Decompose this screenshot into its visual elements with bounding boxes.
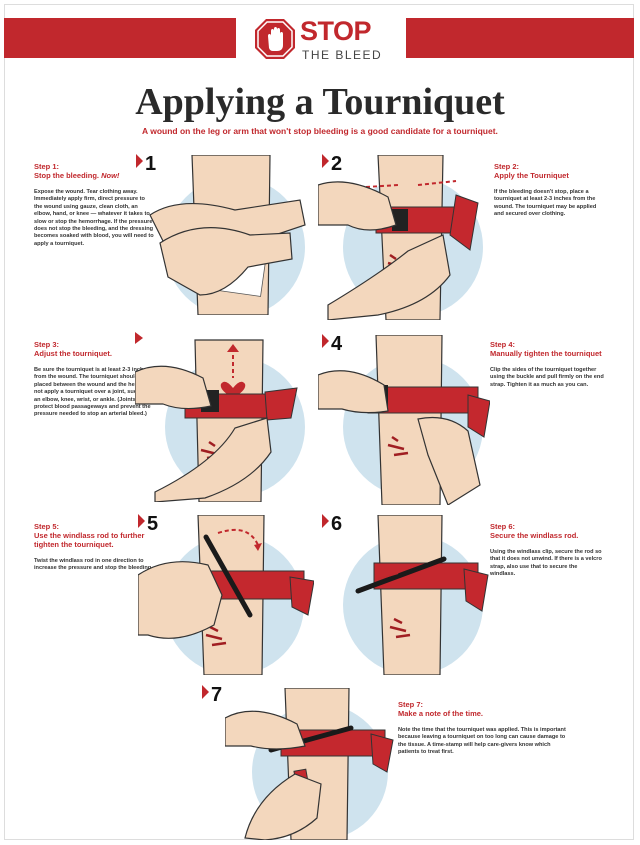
step-1-text: Step 1: Stop the bleeding. Now! Expose t…: [34, 162, 154, 248]
step-6-illustration: [343, 515, 489, 675]
page-subtitle: A wound on the leg or arm that won't sto…: [142, 126, 498, 136]
step-6-label: Step 6:: [490, 522, 516, 531]
step-5-arrow-icon: [138, 514, 145, 528]
step-4-number: 4: [322, 333, 342, 356]
step-6-text: Step 6: Secure the windlass rod. Using t…: [490, 522, 604, 579]
stop-the-bleed-logo: STOP THE BLEED: [252, 14, 394, 66]
step-3-text: Step 3: Adjust the tourniquet. Be sure t…: [34, 340, 154, 419]
step-2-illustration: [318, 155, 483, 320]
step-7-arrow-icon: [202, 685, 209, 699]
step-2-title: Apply the Tourniquet: [494, 171, 569, 180]
step-2-label: Step 2:: [494, 162, 520, 171]
step-6-number: 6: [322, 513, 342, 536]
step-6-arrow-icon: [322, 514, 329, 528]
step-4-body: Clip the sides of the tourniquet togethe…: [490, 367, 604, 388]
step-2-body: If the bleeding doesn't stop, place a to…: [494, 189, 597, 218]
step-5-title: Use the windlass rod to further tighten …: [34, 531, 145, 549]
step-3-label: Step 3:: [34, 340, 60, 349]
step-3-illustration: [135, 332, 305, 502]
step-4-arrow-icon: [322, 334, 329, 348]
step-2-arrow-icon: [322, 154, 329, 168]
step-1-title: Stop the bleeding. Now!: [34, 171, 120, 180]
step-3-title: Adjust the tourniquet.: [34, 349, 112, 358]
step-7-number: 7: [202, 684, 222, 707]
step-4-illustration: [318, 335, 490, 505]
step-1-illustration: [149, 155, 306, 315]
logo-word-stop: STOP: [300, 16, 372, 46]
header-band-left: [4, 18, 236, 58]
step-5-body: Twist the windlass rod in one direction …: [34, 558, 153, 572]
step-1-label: Step 1:: [34, 162, 60, 171]
step-5-number: 5: [138, 513, 158, 536]
step-7-label: Step 7:: [398, 700, 424, 709]
logo-word-the-bleed: THE BLEED: [302, 48, 383, 62]
step-5-label: Step 5:: [34, 522, 60, 531]
step-5-text: Step 5: Use the windlass rod to further …: [34, 522, 154, 573]
step-7-illustration: [225, 688, 394, 840]
step-1-arrow-icon: [136, 154, 143, 168]
step-6-body: Using the windlass clip, secure the rod …: [490, 549, 602, 578]
step-1-body: Expose the wound. Tear clothing away. Im…: [34, 189, 154, 247]
step-7-body: Note the time that the tourniquet was ap…: [398, 727, 566, 756]
step-3-body: Be sure the tourniquet is at least 2-3 i…: [34, 367, 153, 418]
step-5-illustration: [138, 515, 314, 675]
step-2-text: Step 2: Apply the Tourniquet If the blee…: [494, 162, 606, 219]
page-title: Applying a Tourniquet: [135, 81, 505, 123]
step-2-number: 2: [322, 153, 342, 176]
stop-hand-icon: [255, 19, 295, 59]
step-4-text: Step 4: Manually tighten the tourniquet …: [490, 340, 604, 389]
step-4-title: Manually tighten the tourniquet: [490, 349, 602, 358]
step-6-title: Secure the windlass rod.: [490, 531, 579, 540]
step-7-text: Step 7: Make a note of the time. Note th…: [398, 700, 568, 757]
step-7-title: Make a note of the time.: [398, 709, 484, 718]
header-band-right: [406, 18, 634, 58]
step-4-label: Step 4:: [490, 340, 516, 349]
step-1-number: 1: [136, 153, 156, 176]
